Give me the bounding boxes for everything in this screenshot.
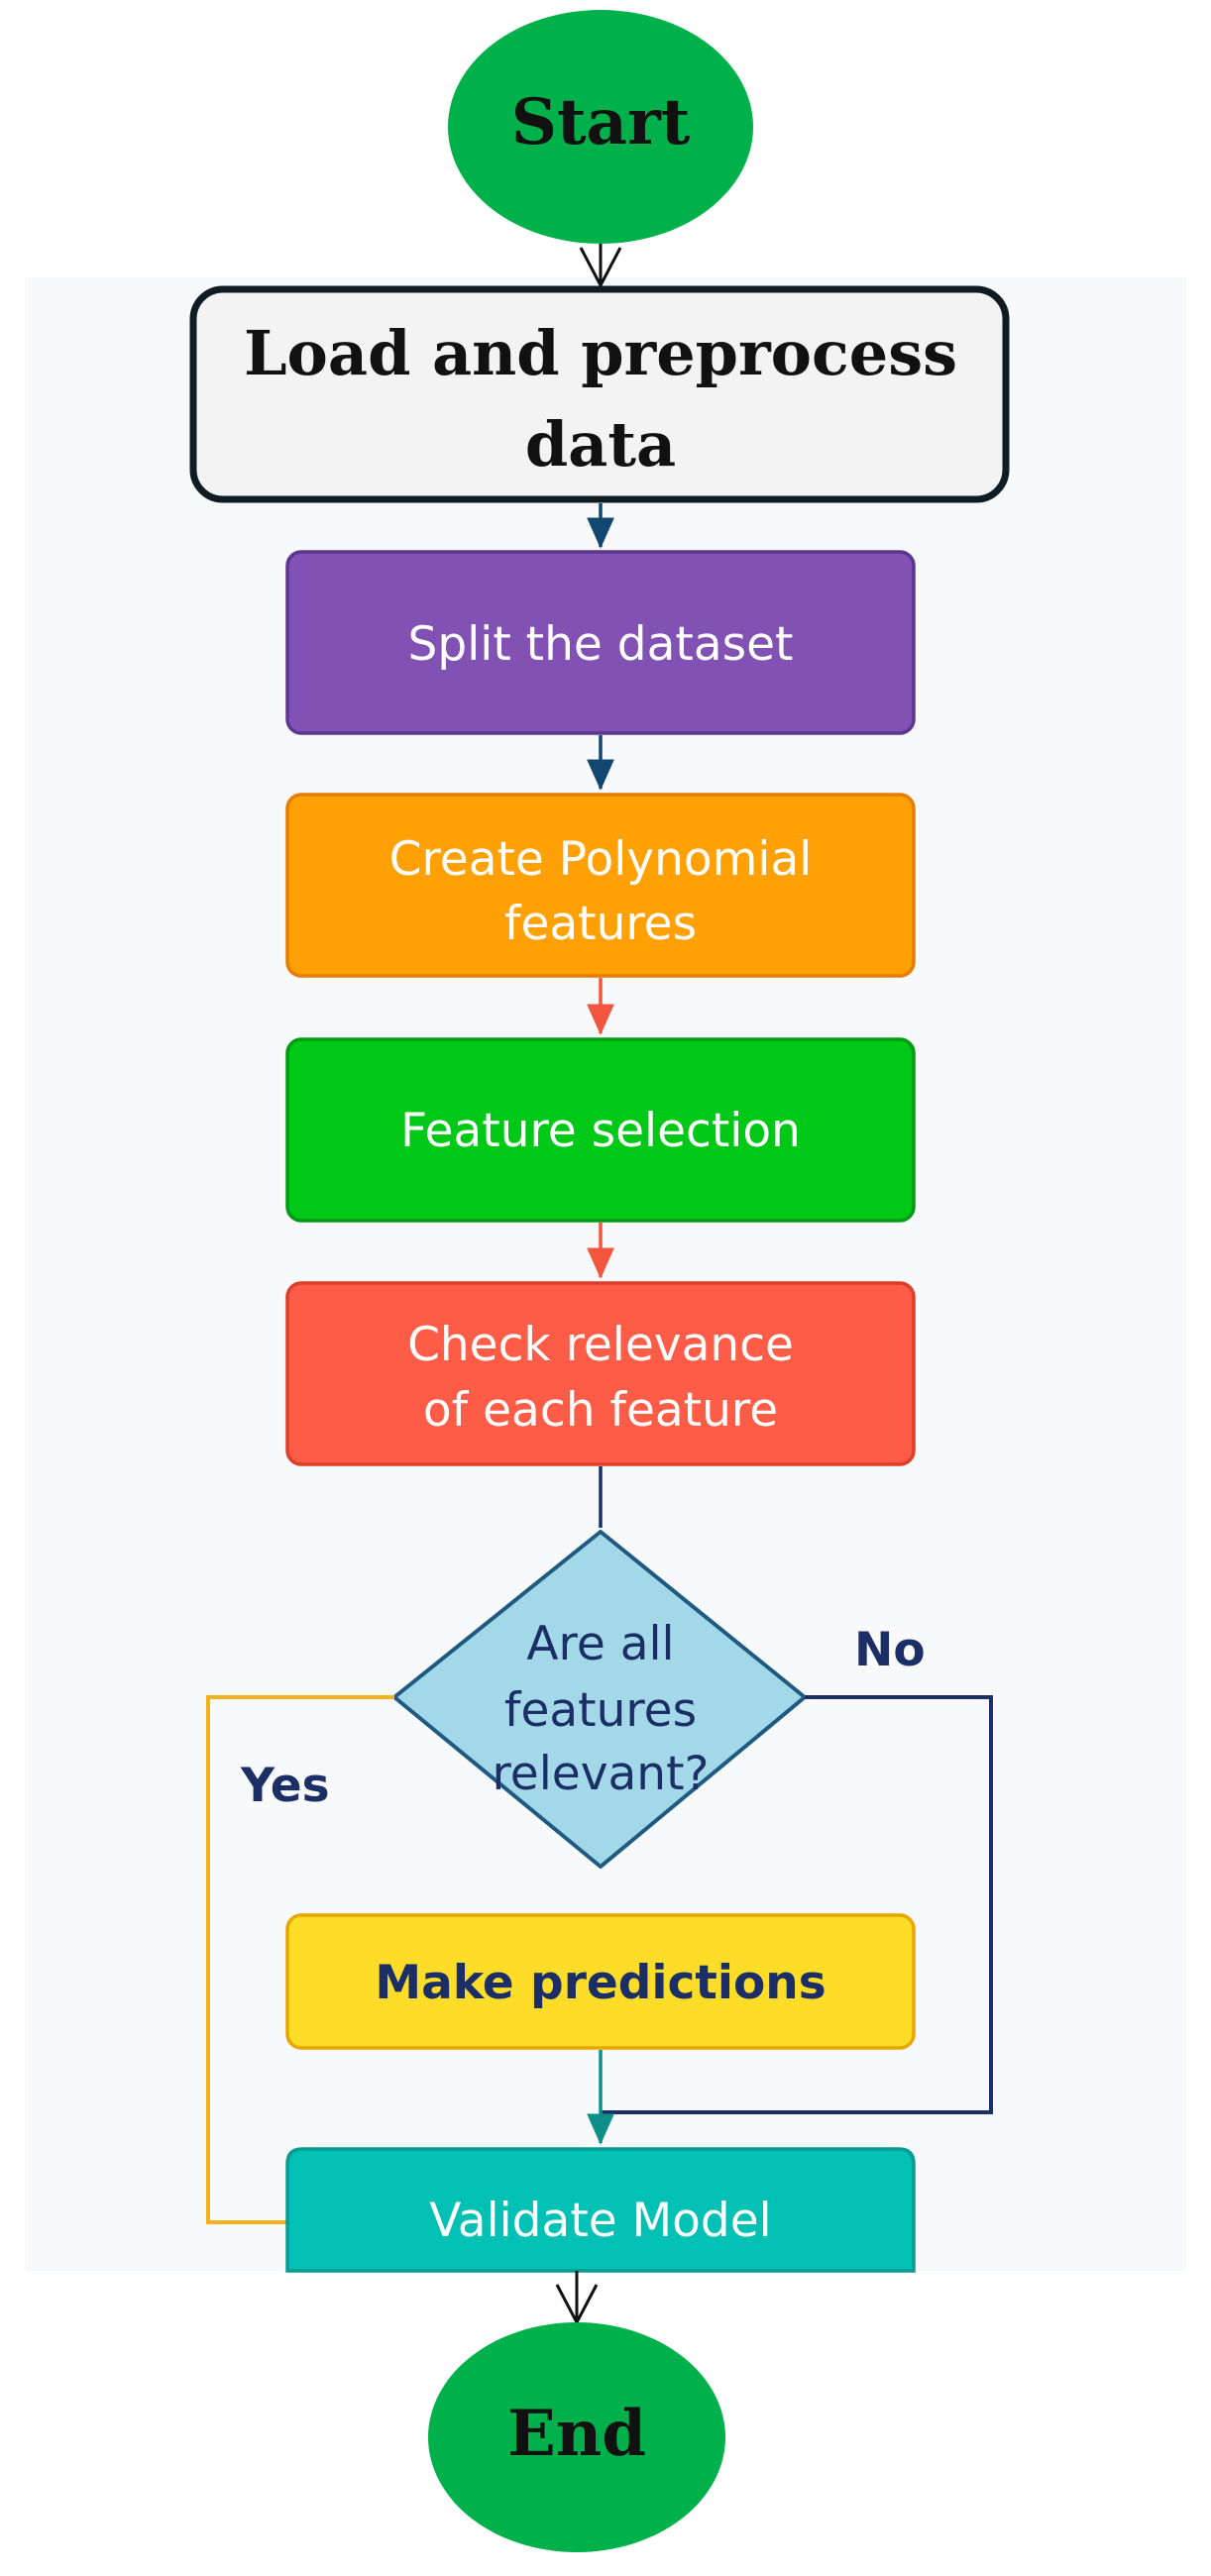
start-label: Start	[511, 85, 691, 160]
check-node: Check relevance of each feature	[285, 1281, 916, 1466]
connector-no-branch	[601, 1695, 993, 2114]
decision-label-line3: relevant?	[493, 1747, 710, 1801]
yes-label: Yes	[240, 1759, 330, 1813]
poly-label-line1: Create Polynomial	[389, 832, 813, 887]
end-node: End	[428, 2322, 725, 2552]
select-node: Feature selection	[285, 1037, 916, 1223]
check-label-line1: Check relevance	[407, 1318, 794, 1372]
connector-start-to-load	[579, 244, 622, 289]
predict-label: Make predictions	[375, 1956, 826, 2010]
select-label: Feature selection	[400, 1104, 801, 1158]
validate-node: Validate Model	[285, 2147, 916, 2273]
predict-node: Make predictions	[285, 1913, 916, 2050]
start-node: Start	[448, 10, 753, 244]
split-label: Split the dataset	[408, 617, 794, 672]
load-node: Load and preprocess data	[189, 285, 1010, 503]
connector-yes-branch	[206, 1695, 394, 2224]
connector-validate-to-end	[555, 2271, 599, 2326]
load-label-line1: Load and preprocess	[244, 317, 957, 389]
decision-node: Are all features relevant?	[392, 1530, 807, 1869]
end-label: End	[507, 2397, 646, 2471]
decision-label-line2: features	[504, 1683, 697, 1738]
no-label: No	[854, 1623, 926, 1677]
load-label-line2: data	[525, 408, 676, 481]
decision-label-line1: Are all	[526, 1617, 674, 1671]
validate-label: Validate Model	[429, 2194, 771, 2248]
poly-label-line2: features	[504, 897, 697, 951]
check-label-line2: of each feature	[423, 1383, 778, 1438]
poly-node: Create Polynomial features	[285, 793, 916, 978]
split-node: Split the dataset	[285, 550, 916, 735]
